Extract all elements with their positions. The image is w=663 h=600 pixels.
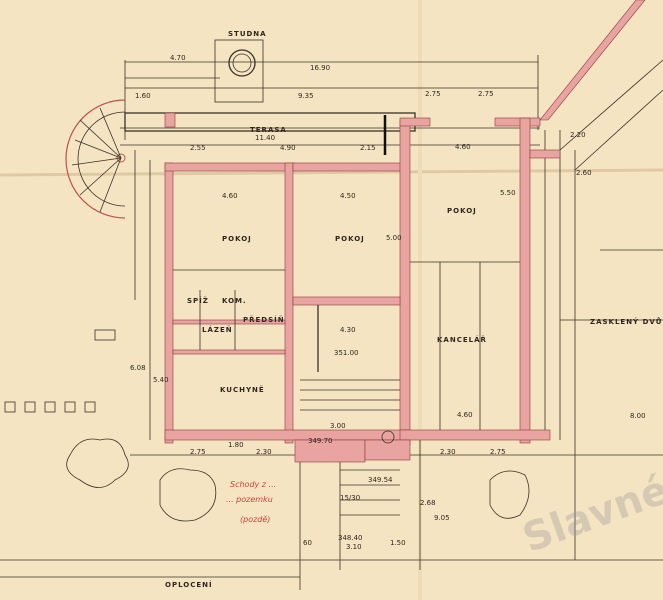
dim: 4.30	[340, 326, 356, 334]
walls	[164, 0, 646, 463]
dim: 349.70	[308, 437, 333, 445]
dim: 351.00	[334, 349, 359, 357]
dim: 3.00	[330, 422, 346, 430]
room-label: POKOJ	[222, 235, 252, 243]
well-label: STUDNA	[228, 30, 267, 38]
office-label: KANCELÁŘ	[437, 335, 487, 344]
dim: 5.50	[500, 189, 516, 197]
stepping-stones	[4, 329, 116, 413]
dim: 15/30	[340, 494, 360, 502]
dim: 2.30	[440, 448, 456, 456]
dim: 6.08	[130, 364, 146, 372]
hall-label: PŘEDSÍŇ	[243, 315, 285, 324]
closet-label: KOM.	[222, 297, 247, 305]
note-line: ... pozemku	[226, 495, 273, 504]
dim: 2.68	[420, 499, 436, 507]
note-line: Schody z ...	[230, 480, 276, 489]
kitchen-label: KUCHYNĚ	[220, 385, 265, 394]
dim: 4.60	[455, 143, 471, 151]
dim: 5.00	[386, 234, 402, 242]
dim: 4.60	[457, 411, 473, 419]
dim: 1.80	[228, 441, 244, 449]
dim: 3.10	[346, 543, 362, 551]
fence-label: OPLOCENÍ	[165, 580, 213, 589]
glazed-court-label: ZASKLENÝ DVŮ	[590, 317, 662, 326]
dim: 2.20	[570, 131, 586, 139]
room-label: POKOJ	[447, 207, 477, 215]
dim: 60	[303, 539, 312, 547]
note-line: (pozdě)	[240, 514, 270, 524]
room-label: POKOJ	[335, 235, 365, 243]
dim: 4.70	[170, 54, 186, 62]
paper-fold	[0, 168, 663, 177]
dim: 4.50	[340, 192, 356, 200]
dim: 2.15	[360, 144, 376, 152]
terrace-label: TERASA	[250, 126, 287, 134]
dimension-labels: 4.70 16.90 1.60 9.35 2.75 2.75 2.55 4.90…	[130, 54, 646, 551]
dim: 2.75	[490, 448, 506, 456]
dim: 16.90	[310, 64, 330, 72]
trees	[66, 438, 530, 522]
room-labels: STUDNA TERASA 11.40 POKOJ POKOJ POKOJ KA…	[165, 30, 662, 589]
dim: 4.90	[280, 144, 296, 152]
dim: 1.60	[135, 92, 151, 100]
dim: 8.00	[630, 412, 646, 420]
watermark: Slavné vily	[517, 435, 663, 562]
terrace-dim: 11.40	[255, 134, 275, 142]
dim: 2.30	[256, 448, 272, 456]
dim: 348.40	[338, 534, 363, 542]
dim: 4.60	[222, 192, 238, 200]
dim: 2.60	[576, 169, 592, 177]
handwritten-note: Schody z ... ... pozemku (pozdě)	[226, 480, 276, 524]
pantry-label: SPÍŽ	[187, 296, 209, 305]
dim: 9.05	[434, 514, 450, 522]
well	[214, 39, 264, 103]
terrace-pillar	[164, 112, 176, 128]
dim: 5.40	[153, 376, 169, 384]
spiral-staircase	[65, 99, 126, 219]
dim: 2.75	[478, 90, 494, 98]
dim: 1.50	[390, 539, 406, 547]
dim: 349.54	[368, 476, 393, 484]
dim: 2.55	[190, 144, 206, 152]
dimension-lines	[0, 55, 663, 590]
dim: 2.75	[190, 448, 206, 456]
dim: 2.75	[425, 90, 441, 98]
bath-label: LÁZEŇ	[202, 325, 233, 334]
interior-lines	[173, 59, 663, 516]
dim: 9.35	[298, 92, 314, 100]
